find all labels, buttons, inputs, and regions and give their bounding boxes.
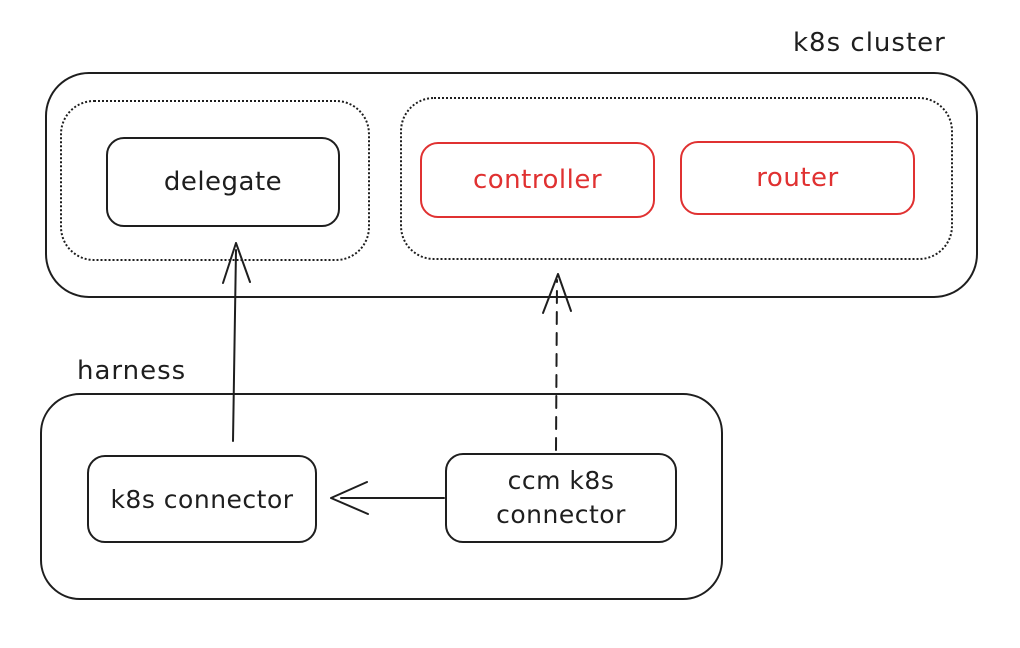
harness-label: harness	[77, 356, 187, 386]
k8s-cluster-label: k8s cluster	[793, 28, 946, 58]
router-node-label: router	[756, 163, 839, 193]
delegate-node: delegate	[106, 137, 340, 227]
ccm-k8s-connector-node: ccm k8s connector	[445, 453, 677, 543]
k8s-connector-node-label: k8s connector	[110, 484, 294, 514]
controller-node: controller	[420, 142, 655, 218]
pods-dotted-group-box	[400, 97, 953, 260]
k8s-cluster-group-box	[45, 72, 978, 298]
ccm-k8s-connector-label-line1: ccm k8s	[507, 466, 615, 496]
ccm-k8s-connector-label-line2: connector	[496, 500, 626, 529]
router-node: router	[680, 141, 915, 215]
harness-group-box	[40, 393, 723, 600]
controller-node-label: controller	[472, 165, 603, 195]
delegate-node-label: delegate	[163, 167, 283, 197]
ccm-k8s-connector-node-label: ccm k8s connector	[496, 464, 626, 532]
k8s-connector-node: k8s connector	[87, 455, 317, 543]
delegate-dotted-group-box	[60, 100, 370, 261]
